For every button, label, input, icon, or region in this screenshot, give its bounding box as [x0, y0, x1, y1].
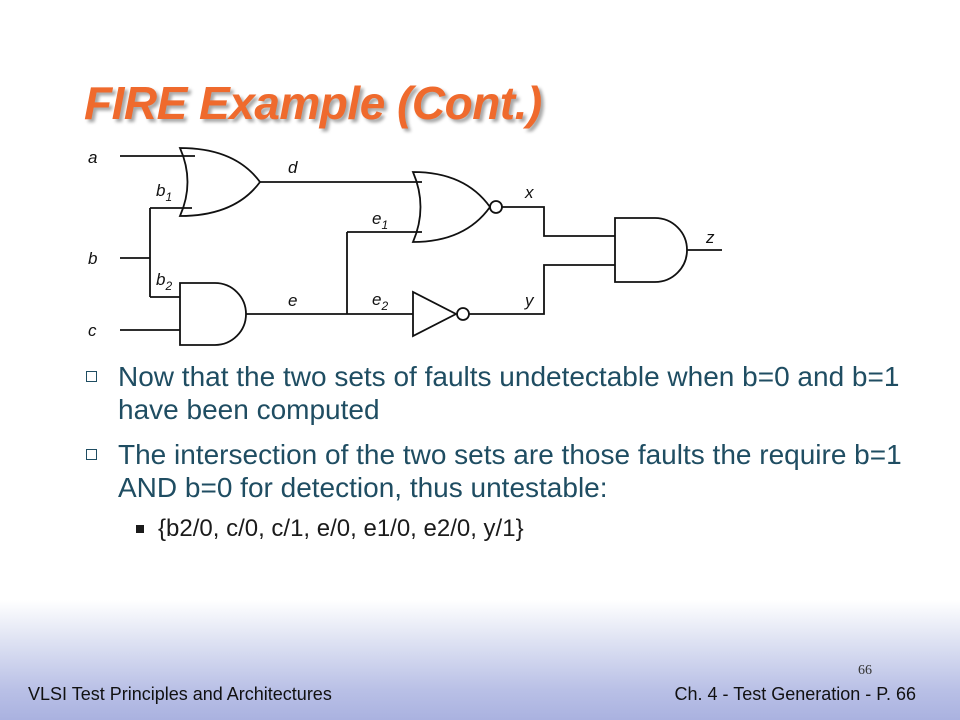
label-e2: e2 — [372, 290, 388, 313]
label-e1: e1 — [372, 209, 388, 232]
circuit-diagram: a b c b1 b2 d e e1 e2 x y z — [88, 147, 722, 346]
page-number: 66 — [858, 663, 872, 678]
and-gate-2 — [614, 217, 688, 283]
bullet-text: Now that the two sets of faults undetect… — [118, 361, 900, 425]
not-gate — [412, 290, 458, 338]
footer-chapter: Ch. 4 - Test Generation - P. 66 — [674, 684, 916, 704]
subbullet-marker — [136, 525, 144, 533]
label-b: b — [88, 249, 97, 268]
label-c: c — [88, 321, 97, 340]
bullet-list: Now that the two sets of faults undetect… — [84, 360, 924, 544]
nor-bubble — [489, 200, 503, 214]
label-b1: b1 — [156, 181, 172, 204]
label-e: e — [288, 291, 297, 310]
bullet-item: Now that the two sets of faults undetect… — [84, 360, 924, 426]
bullet-marker — [86, 371, 97, 382]
label-y: y — [524, 291, 535, 310]
not-bubble — [456, 307, 470, 321]
bullet-item: The intersection of the two sets are tho… — [84, 438, 924, 504]
wire-y — [469, 264, 615, 315]
label-z: z — [705, 228, 715, 247]
or-gate — [178, 147, 262, 217]
and-gate-1 — [179, 282, 247, 346]
label-a: a — [88, 148, 97, 167]
wire-x — [502, 206, 615, 237]
bullet-marker — [86, 449, 97, 460]
slide-title: FIRE Example (Cont.) — [84, 77, 542, 129]
label-d: d — [288, 158, 298, 177]
label-x: x — [524, 183, 534, 202]
footer-course-title: VLSI Test Principles and Architectures — [28, 684, 332, 704]
subbullet-text: {b2/0, c/0, c/1, e/0, e1/0, e2/0, y/1} — [158, 515, 524, 542]
label-b2: b2 — [156, 270, 172, 293]
bullet-text: The intersection of the two sets are tho… — [118, 439, 902, 503]
nor-gate — [411, 171, 492, 243]
subbullet-item: {b2/0, c/0, c/1, e/0, e1/0, e2/0, y/1} — [84, 514, 924, 544]
